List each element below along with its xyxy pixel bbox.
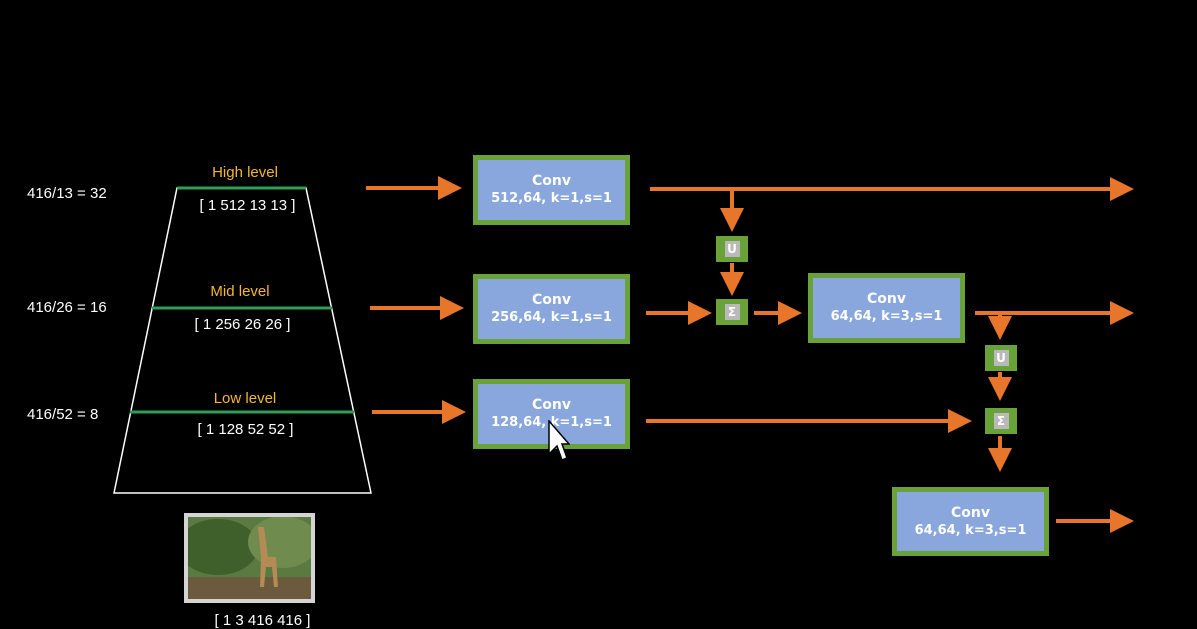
sum-icon: Σ [724, 304, 740, 320]
scale-mid-label: 416/26 = 16 [27, 299, 107, 316]
conv4-block: Conv 64,64, k=3,s=1 [808, 273, 965, 343]
input-shape-label: [ 1 3 416 416 ] [214, 612, 311, 629]
high-level-label: High level [212, 164, 278, 181]
conv4-title: Conv [867, 291, 906, 307]
upsample-icon: U [724, 241, 740, 257]
conv3-title: Conv [532, 397, 571, 413]
mid-level-shape: [ 1 256 26 26 ] [194, 316, 291, 333]
conv2-block: Conv 256,64, k=1,s=1 [473, 274, 630, 344]
scale-high-label: 416/13 = 32 [27, 185, 107, 202]
feature-pyramid-outline [113, 187, 372, 494]
upsample-icon: U [993, 350, 1009, 366]
conv1-params: 512,64, k=1,s=1 [491, 191, 612, 206]
sum-node-1: Σ [716, 299, 748, 325]
sum-icon: Σ [993, 413, 1009, 429]
conv1-title: Conv [532, 173, 571, 189]
mouse-cursor-icon [548, 420, 570, 461]
conv3-params: 128,64, k=1,s=1 [491, 415, 612, 430]
conv5-block: Conv 64,64, k=3,s=1 [892, 487, 1049, 556]
input-image-thumbnail [184, 513, 315, 603]
upsample-node-2: U [985, 345, 1017, 371]
low-level-shape: [ 1 128 52 52 ] [197, 421, 294, 438]
high-level-shape: [ 1 512 13 13 ] [199, 197, 296, 214]
conv2-params: 256,64, k=1,s=1 [491, 310, 612, 325]
conv1-block: Conv 512,64, k=1,s=1 [473, 155, 630, 225]
conv5-params: 64,64, k=3,s=1 [914, 522, 1027, 538]
mid-level-label: Mid level [210, 283, 270, 300]
upsample-node-1: U [716, 236, 748, 262]
conv5-title: Conv [951, 504, 990, 521]
scale-low-label: 416/52 = 8 [27, 406, 99, 423]
giraffe-photo-icon [188, 517, 311, 599]
sum-node-2: Σ [985, 408, 1017, 434]
conv4-params: 64,64, k=3,s=1 [830, 309, 943, 324]
conv2-title: Conv [532, 292, 571, 308]
low-level-label: Low level [213, 390, 277, 407]
